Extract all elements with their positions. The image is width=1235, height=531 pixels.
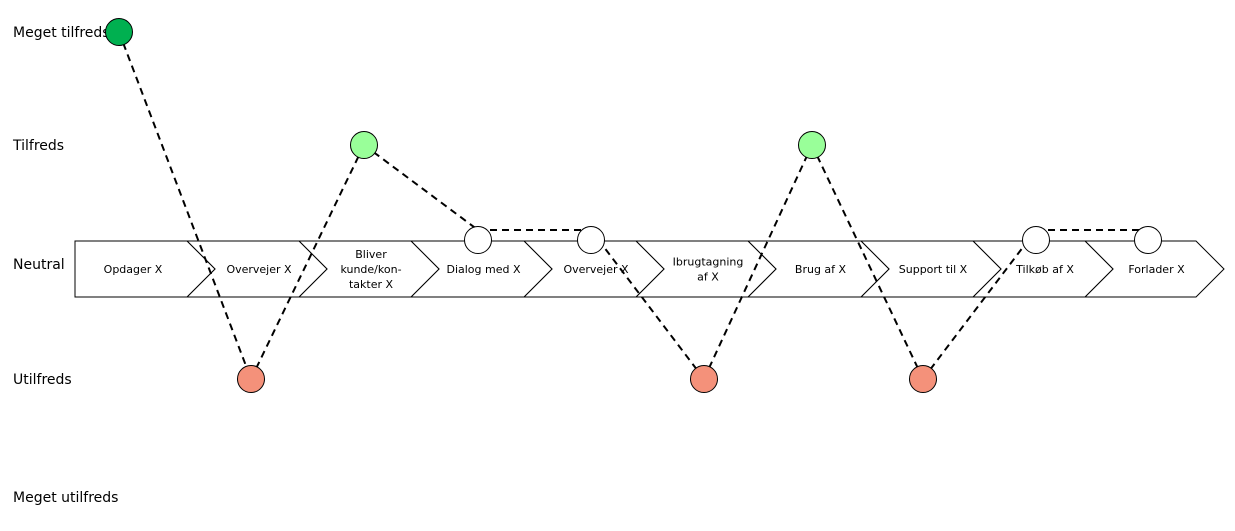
stage-chevron bbox=[74, 240, 216, 298]
satisfaction-point bbox=[237, 365, 265, 393]
stage-label: takter X bbox=[349, 278, 394, 291]
level-label: Neutral bbox=[13, 257, 65, 273]
stage-label: Tilkøb af X bbox=[1015, 263, 1074, 276]
stage-label: Support til X bbox=[899, 263, 968, 276]
satisfaction-point bbox=[350, 131, 378, 159]
journey-stage: Support til X bbox=[859, 240, 1002, 298]
satisfaction-level-labels: Meget tilfredsTilfredsNeutralUtilfredsMe… bbox=[12, 25, 118, 506]
stage-label: Ibrugtagning bbox=[673, 256, 744, 269]
satisfaction-point bbox=[105, 18, 133, 46]
journey-stage: Dialog med X bbox=[409, 240, 553, 298]
satisfaction-path bbox=[118, 31, 1148, 380]
path-segment bbox=[363, 144, 479, 231]
level-label: Meget tilfreds bbox=[13, 25, 110, 41]
journey-stage: Overvejer X bbox=[522, 240, 665, 298]
satisfaction-point bbox=[1134, 226, 1162, 254]
satisfaction-point bbox=[577, 226, 605, 254]
stage-label: Dialog med X bbox=[446, 263, 520, 276]
journey-stages: Forlader X Tilkøb af X Support til X Brug a… bbox=[74, 240, 1225, 298]
path-segment bbox=[118, 31, 252, 380]
level-label: Tilfreds bbox=[12, 138, 64, 154]
stage-label: Bliver bbox=[355, 248, 387, 261]
satisfaction-point bbox=[690, 365, 718, 393]
journey-stage: Opdager X bbox=[74, 240, 216, 298]
stage-label: kunde/kon- bbox=[340, 263, 401, 276]
stage-label: Overvejer X bbox=[563, 263, 629, 276]
satisfaction-point bbox=[464, 226, 492, 254]
journey-stage: Ibrugtagning af X bbox=[634, 240, 777, 298]
stage-label: af X bbox=[697, 271, 719, 284]
stage-label: Brug af X bbox=[795, 263, 847, 276]
satisfaction-points bbox=[105, 18, 1162, 393]
level-label: Meget utilfreds bbox=[13, 490, 118, 506]
stage-label: Overvejer X bbox=[226, 263, 292, 276]
journey-stage: Brug af X bbox=[746, 240, 890, 298]
satisfaction-point bbox=[909, 365, 937, 393]
path-segment bbox=[250, 144, 365, 380]
journey-stage: Bliver kunde/kon-takter X bbox=[297, 240, 440, 298]
journey-stage: Tilkøb af X bbox=[971, 240, 1114, 298]
path-segment bbox=[703, 144, 813, 380]
satisfaction-point bbox=[1022, 226, 1050, 254]
satisfaction-point bbox=[798, 131, 826, 159]
level-label: Utilfreds bbox=[13, 372, 72, 388]
stage-label: Opdager X bbox=[104, 263, 163, 276]
journey-stage: Forlader X bbox=[1083, 240, 1225, 298]
stage-label: Forlader X bbox=[1128, 263, 1185, 276]
